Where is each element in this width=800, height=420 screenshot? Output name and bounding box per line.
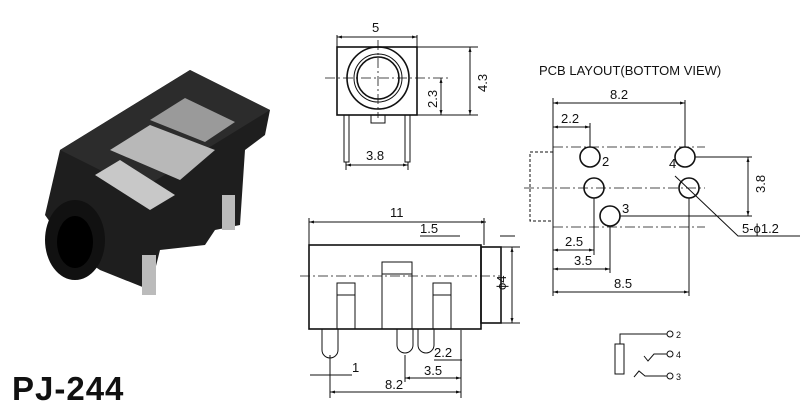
pcb-dim-a: 2.5 — [565, 234, 583, 249]
pcb-dim-vertical: 3.8 — [753, 175, 768, 193]
pcb-dim-c: 8.5 — [614, 276, 632, 291]
dim-width: 5 — [372, 20, 379, 35]
dim-pin-b: 2.2 — [434, 345, 452, 360]
dim-pin-c: 3.5 — [424, 363, 442, 378]
dim-pin-span: 8.2 — [385, 377, 403, 392]
top-view: 5 4.3 2.3 3.8 — [325, 20, 490, 170]
part-number-title: PJ-244 — [12, 370, 125, 407]
pcb-hole-note: 5-ϕ1.2 — [742, 221, 779, 236]
schematic-pin-label: 2 — [676, 330, 681, 340]
schematic: 2 4 3 — [614, 330, 681, 382]
schematic-pin-label: 3 — [676, 372, 681, 382]
product-photo — [45, 70, 270, 295]
dim-length: 11 — [390, 205, 404, 220]
dim-diameter: ϕ4 — [494, 275, 509, 290]
pcb-heading: PCB LAYOUT(BOTTOM VIEW) — [539, 63, 721, 78]
pcb-pin-label: 4 — [669, 156, 676, 171]
dim-center-height: 2.3 — [425, 90, 440, 108]
pcb-pin-label: 3 — [622, 201, 629, 216]
pcb-dim-top: 8.2 — [610, 87, 628, 102]
dim-pin-a: 1 — [352, 360, 359, 375]
schematic-pin-label: 4 — [676, 350, 681, 360]
pcb-dim-left: 2.2 — [561, 111, 579, 126]
dim-pin-pitch: 3.8 — [366, 148, 384, 163]
dim-nose: 1.5 — [420, 221, 438, 236]
pcb-pin-label: 2 — [602, 154, 609, 169]
dim-height: 4.3 — [475, 74, 490, 92]
pcb-dim-b: 3.5 — [574, 253, 592, 268]
side-view: 11 1.5 ϕ4 1 2.2 3.5 8.2 — [300, 205, 520, 398]
pcb-layout: PCB LAYOUT(BOTTOM VIEW) 3.8 8.2 2.2 5-ϕ1… — [524, 63, 800, 296]
